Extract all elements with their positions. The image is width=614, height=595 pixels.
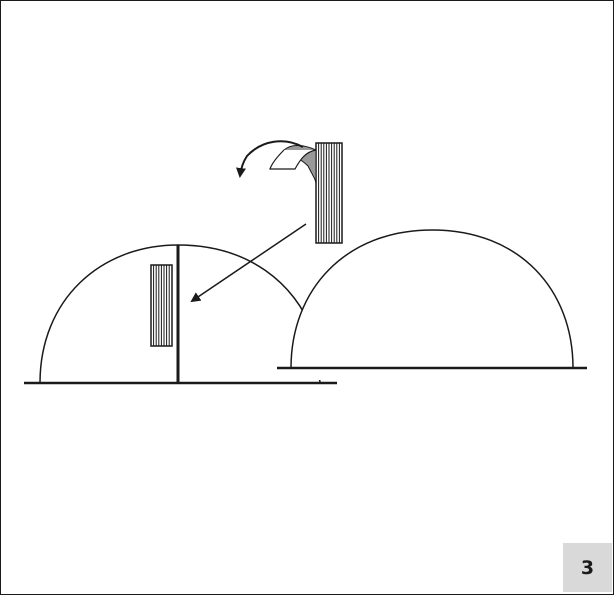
- right-dome-outline: [290, 229, 574, 369]
- left-dome-outline: [39, 244, 313, 384]
- straight-arrow-icon: [190, 223, 307, 303]
- placed-adhesive-strip: [150, 264, 173, 347]
- step-number-label: 3: [580, 556, 595, 579]
- right-dome: [277, 229, 590, 380]
- step-number-badge: 3: [563, 543, 612, 592]
- peeled-backing-film: [269, 145, 317, 185]
- new-adhesive-strip: [315, 142, 343, 244]
- curved-arrow-icon: [236, 140, 304, 178]
